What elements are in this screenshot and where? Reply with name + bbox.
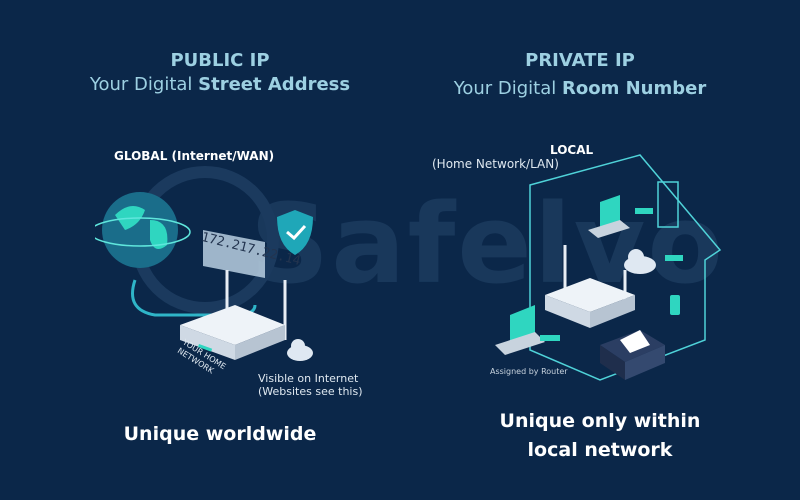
private-footer-line1: Unique only within bbox=[499, 410, 701, 432]
assigned-by-router: Assigned by Router bbox=[490, 367, 568, 376]
ip-address-card bbox=[203, 230, 265, 278]
visible-line1: Visible on Internet bbox=[258, 372, 359, 385]
private-ip-title: PRIVATE IP bbox=[525, 50, 635, 71]
public-footer: Unique worldwide bbox=[123, 423, 317, 445]
subtitle-bold: Street Address bbox=[198, 74, 351, 95]
local-label: LOCAL bbox=[550, 143, 594, 157]
subtitle-prefix: Your Digital bbox=[89, 74, 199, 95]
globe-icon bbox=[95, 192, 191, 268]
visible-line2: (Websites see this) bbox=[258, 385, 363, 398]
ip-tag bbox=[540, 335, 560, 341]
house-outline bbox=[529, 154, 722, 381]
watermark: Safelvo bbox=[250, 180, 725, 308]
ip-tag bbox=[665, 255, 683, 261]
public-ip-subtitle: Your Digital Street Address bbox=[60, 74, 380, 95]
laptop-icon bbox=[495, 305, 545, 355]
ip-tag bbox=[635, 208, 653, 214]
subtitle-bold: Room Number bbox=[562, 78, 707, 99]
private-ip-subtitle: Your Digital Room Number bbox=[420, 78, 740, 99]
cable bbox=[131, 279, 257, 317]
public-ip-title: PUBLIC IP bbox=[170, 50, 270, 71]
public-illustration bbox=[95, 192, 313, 361]
router-icon bbox=[180, 305, 285, 360]
private-footer-line2: local network bbox=[527, 439, 673, 461]
router-icon bbox=[545, 278, 635, 328]
shield-check-icon bbox=[277, 210, 313, 255]
cloud-icon bbox=[624, 249, 656, 274]
global-label: GLOBAL (Internet/WAN) bbox=[114, 149, 275, 163]
subtitle-prefix: Your Digital bbox=[453, 78, 562, 99]
laptop-icon bbox=[588, 195, 630, 238]
lan-label: (Home Network/LAN) bbox=[432, 157, 559, 171]
phone-icon bbox=[670, 295, 680, 315]
cloud-icon bbox=[287, 339, 313, 361]
printer-icon bbox=[600, 330, 665, 380]
private-illustration bbox=[495, 154, 722, 381]
